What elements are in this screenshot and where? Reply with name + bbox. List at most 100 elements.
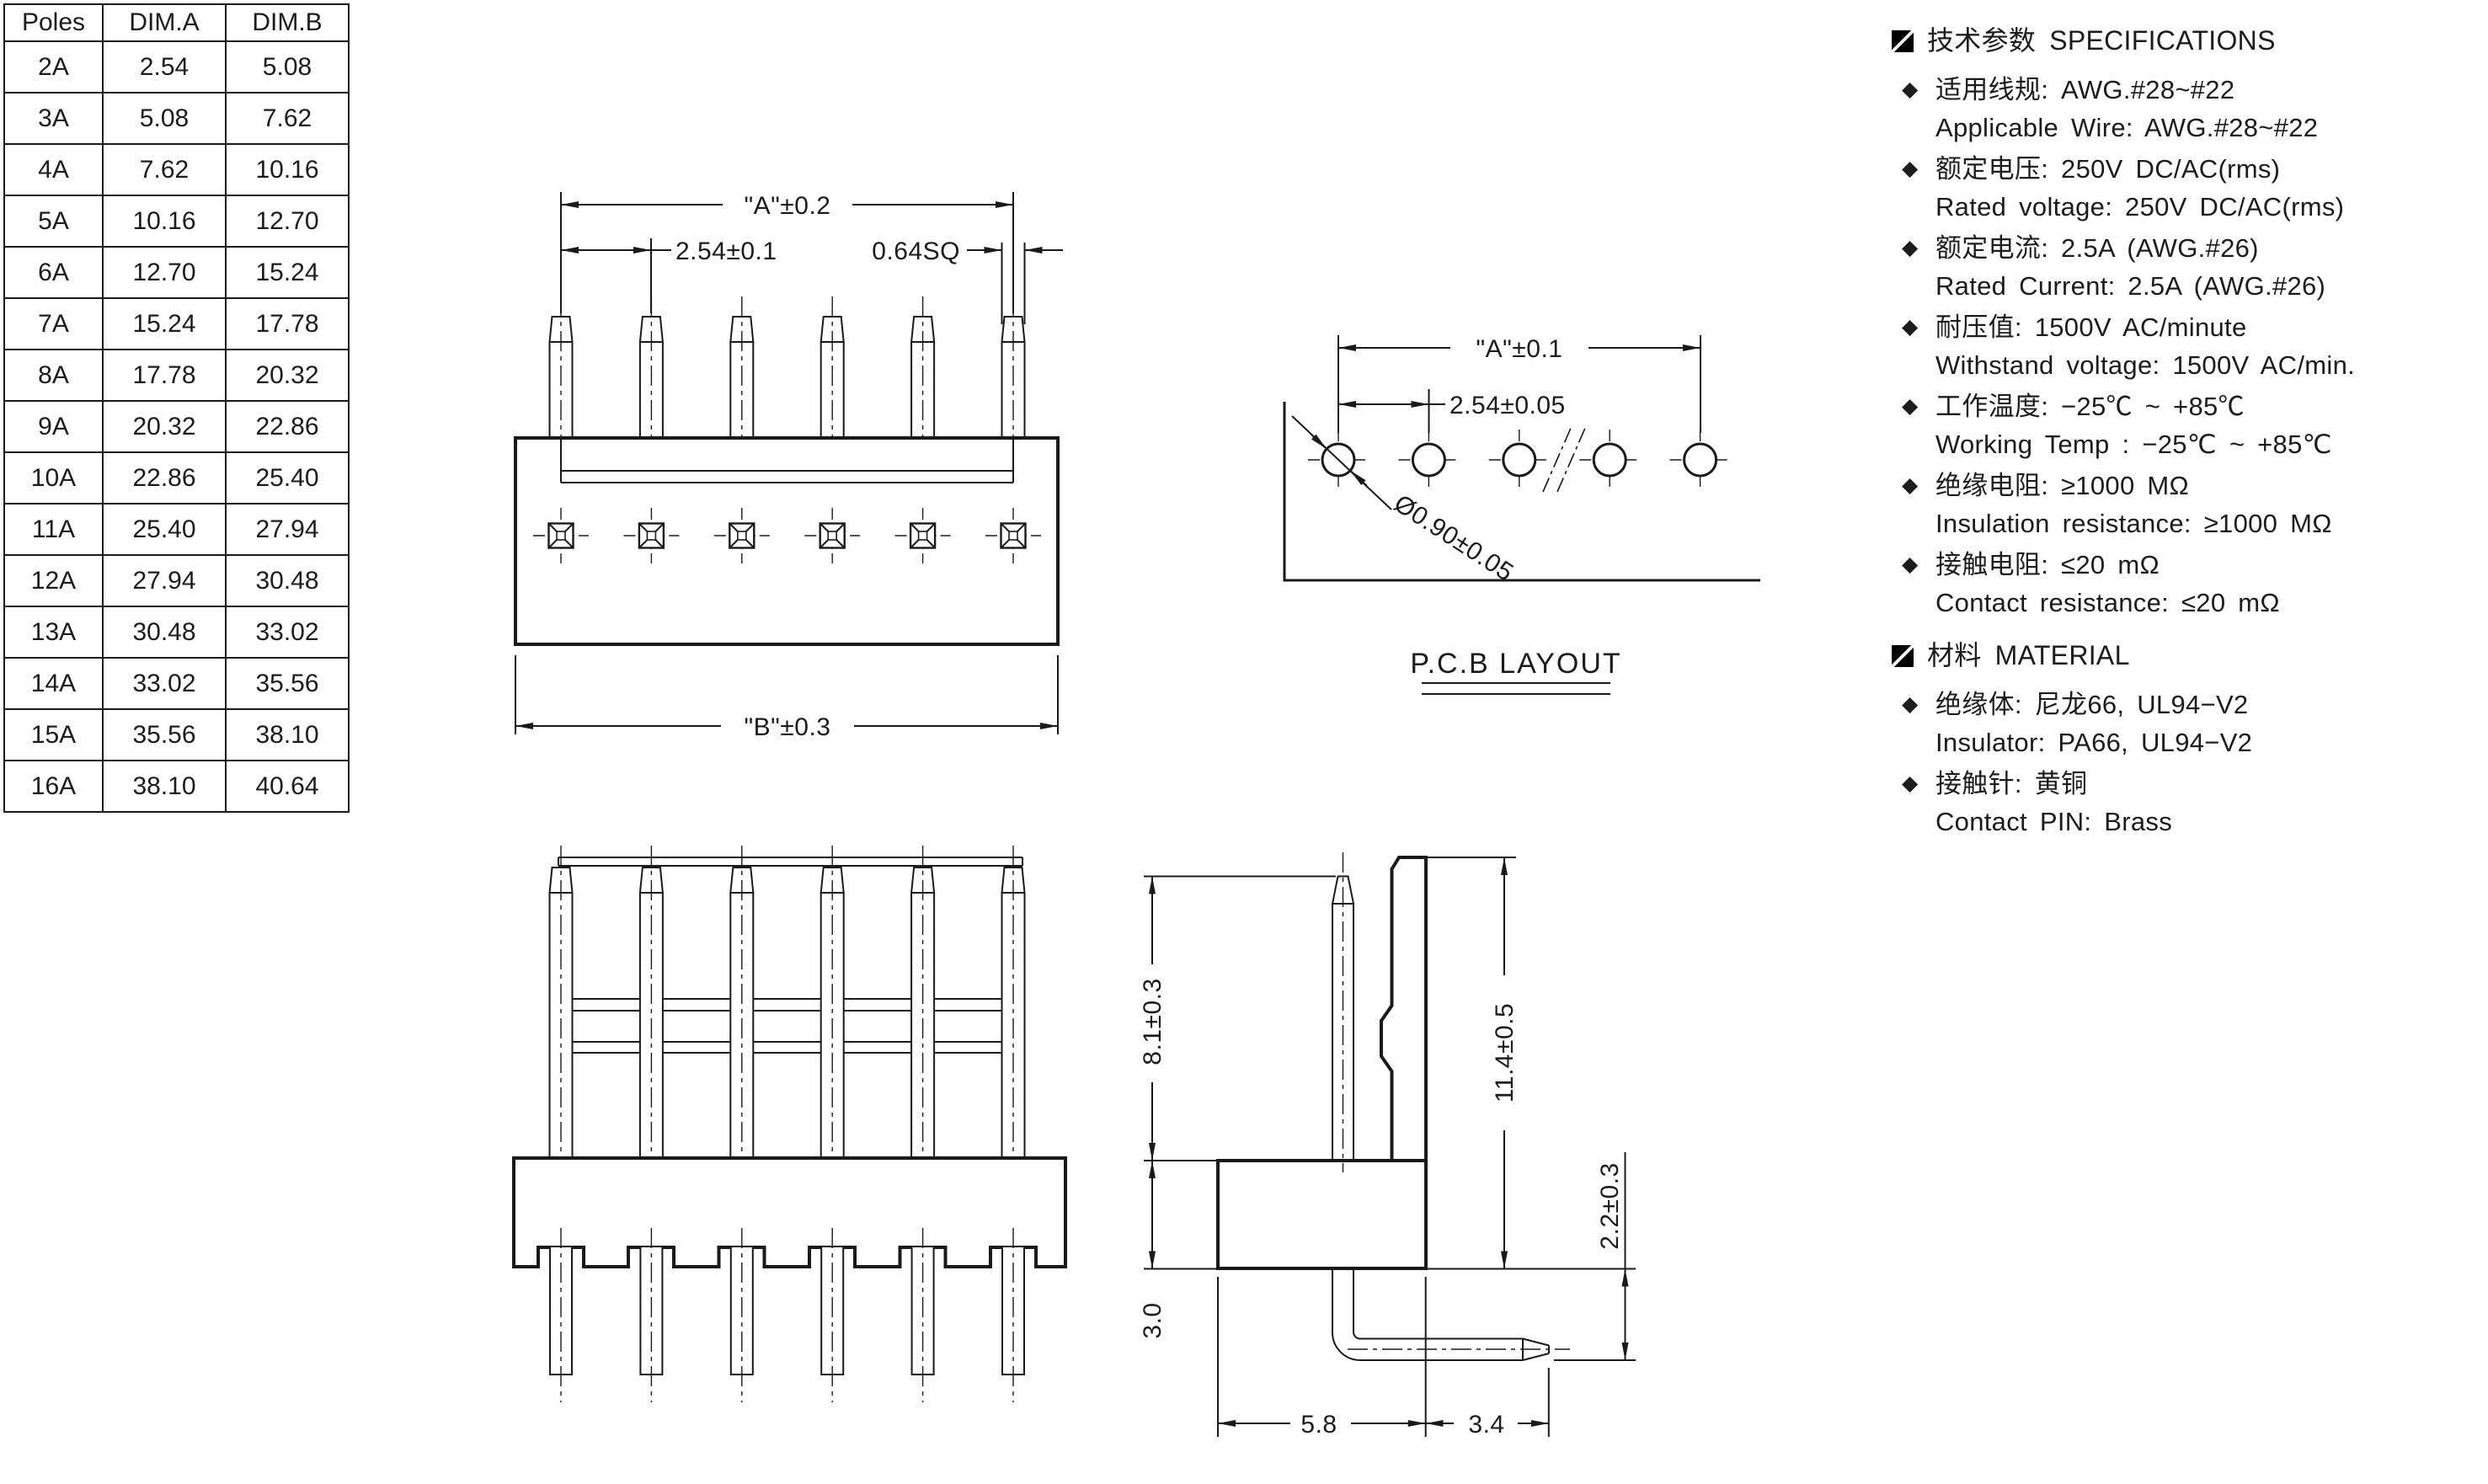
- spec-line-cn: 接触电阻: ≤20 mΩ: [1935, 550, 2160, 579]
- pin: [910, 296, 936, 446]
- dim-label: 0.64SQ: [872, 238, 960, 265]
- break-lines: [1542, 425, 1587, 493]
- diamond-bullet-icon: ◆: [1902, 552, 1919, 576]
- dim-body-thickness: 3.0: [1139, 1161, 1218, 1339]
- pin: [1331, 852, 1355, 1172]
- cell-dim-a: 2.54: [102, 40, 227, 93]
- dim-label: 2.2±0.3: [1596, 1162, 1624, 1249]
- cell-dim-a: 12.70: [102, 246, 227, 299]
- spec-item-contact-res: ◆ 接触电阻: ≤20 mΩ Contact resistance: ≤20 m…: [1892, 546, 2488, 622]
- section-marker-icon: [1892, 29, 1914, 52]
- spec-line-en: Contact PIN: Brass: [1935, 807, 2172, 836]
- cell-dim-b: 12.70: [225, 195, 350, 248]
- cell-poles: 11A: [3, 503, 104, 556]
- cell-poles: 13A: [3, 606, 104, 659]
- dim-width-b: "B"±0.3: [515, 655, 1059, 741]
- dim-span-a: "A"±0.1: [1337, 335, 1701, 433]
- cell-dim-a: 22.86: [102, 451, 227, 504]
- front-view-drawing: "A"±0.2 2.54±0.1 0.64SQ: [514, 192, 1063, 741]
- pin: [638, 845, 664, 1172]
- cell-dim-b: 38.10: [225, 708, 350, 761]
- cell-poles: 5A: [3, 195, 104, 248]
- dim-label: 2.54±0.1: [675, 238, 777, 265]
- cell-poles: 6A: [3, 246, 104, 299]
- dim-total-height: 11.4±0.5: [1426, 857, 1519, 1269]
- spec-item-withstand: ◆ 耐压值: 1500V AC/minute Withstand voltage…: [1892, 308, 2488, 384]
- diamond-bullet-icon: ◆: [1902, 236, 1919, 259]
- spec-line-cn: 接触针: 黄铜: [1935, 769, 2088, 798]
- cell-dim-b: 5.08: [225, 40, 350, 93]
- diamond-bullet-icon: ◆: [1902, 692, 1919, 716]
- pin: [820, 845, 845, 1172]
- cell-dim-a: 33.02: [102, 657, 227, 710]
- diamond-bullet-icon: ◆: [1902, 315, 1919, 339]
- cell-dim-b: 7.62: [225, 92, 350, 145]
- drill-hole: [1396, 428, 1460, 492]
- drill-hole: [1487, 428, 1551, 492]
- pin-tail: [1001, 1227, 1025, 1403]
- dim-pitch: 2.54±0.05: [1338, 389, 1566, 433]
- spec-line-en: Insulation resistance: ≥1000 MΩ: [1935, 509, 2332, 538]
- spec-line-cn: 绝缘体: 尼龙66, UL94−V2: [1935, 690, 2249, 719]
- diamond-bullet-icon: ◆: [1902, 394, 1919, 418]
- carrier-strip: [558, 857, 1023, 867]
- cell-poles: 2A: [3, 40, 104, 93]
- col-header-dim-b: DIM.B: [225, 3, 350, 42]
- spec-line-cn: 耐压值: 1500V AC/minute: [1935, 312, 2247, 342]
- spec-line-en: Applicable Wire: AWG.#28~#22: [1935, 113, 2319, 142]
- cell-dim-b: 10.16: [225, 143, 350, 196]
- pin-tail-bent: [1332, 1268, 1570, 1361]
- pin-tail: [820, 1227, 845, 1403]
- cell-poles: 3A: [3, 92, 104, 145]
- material-section-header: 材料 MATERIAL: [1892, 637, 2488, 675]
- spec-item-wire: ◆ 适用线规: AWG.#28~#22 Applicable Wire: AWG…: [1892, 71, 2488, 147]
- cell-dim-b: 35.56: [225, 657, 350, 710]
- spec-line-en: Working Temp : −25℃ ~ +85℃: [1935, 430, 2332, 459]
- drill-hole: [1668, 428, 1733, 492]
- cell-poles: 12A: [3, 554, 104, 607]
- cell-dim-a: 35.56: [102, 708, 227, 761]
- spec-line-en: Insulator: PA66, UL94−V2: [1935, 728, 2253, 757]
- pin: [820, 296, 845, 446]
- cell-dim-b: 30.48: [225, 554, 350, 607]
- col-header-poles: Poles: [3, 3, 104, 42]
- connector-body: [512, 1156, 1067, 1268]
- cell-poles: 8A: [3, 349, 104, 402]
- cell-dim-a: 7.62: [102, 143, 227, 196]
- spec-item-current: ◆ 额定电流: 2.5A (AWG.#26) Rated Current: 2.…: [1892, 229, 2488, 305]
- spec-item-insulation: ◆ 绝缘电阻: ≥1000 MΩ Insulation resistance: …: [1892, 467, 2488, 542]
- specifications-panel: 技术参数 SPECIFICATIONS ◆ 适用线规: AWG.#28~#22 …: [1892, 22, 2488, 844]
- cell-dim-b: 40.64: [225, 760, 350, 813]
- material-item-pin: ◆ 接触针: 黄铜 Contact PIN: Brass: [1892, 765, 2488, 841]
- spec-line-en: Withstand voltage: 1500V AC/min.: [1935, 350, 2356, 380]
- dim-pin-height: 8.1±0.3: [1139, 875, 1336, 1161]
- section-title-en: SPECIFICATIONS: [2049, 25, 2276, 56]
- pin-tail: [910, 1227, 935, 1403]
- diamond-bullet-icon: ◆: [1902, 473, 1919, 497]
- spec-line-en: Contact resistance: ≤20 mΩ: [1935, 588, 2280, 617]
- spec-line-cn: 工作温度: −25℃ ~ +85℃: [1935, 392, 2245, 421]
- dim-label: "A"±0.2: [745, 192, 831, 220]
- dim-label: 2.54±0.05: [1450, 392, 1566, 419]
- cell-poles: 9A: [3, 400, 104, 453]
- pcb-edge: [1283, 402, 1760, 582]
- cell-poles: 10A: [3, 451, 104, 504]
- cell-poles: 4A: [3, 143, 104, 196]
- section-title-cn: 材料: [1927, 640, 1982, 670]
- pin-tail: [639, 1227, 664, 1403]
- cell-dim-a: 15.24: [102, 297, 227, 350]
- pin: [548, 296, 574, 446]
- cell-dim-b: 15.24: [225, 246, 350, 299]
- spec-line-cn: 绝缘电阻: ≥1000 MΩ: [1935, 471, 2190, 500]
- dim-label: Ø0.90±0.05: [1389, 489, 1518, 587]
- spacer-rails: [561, 998, 1013, 1054]
